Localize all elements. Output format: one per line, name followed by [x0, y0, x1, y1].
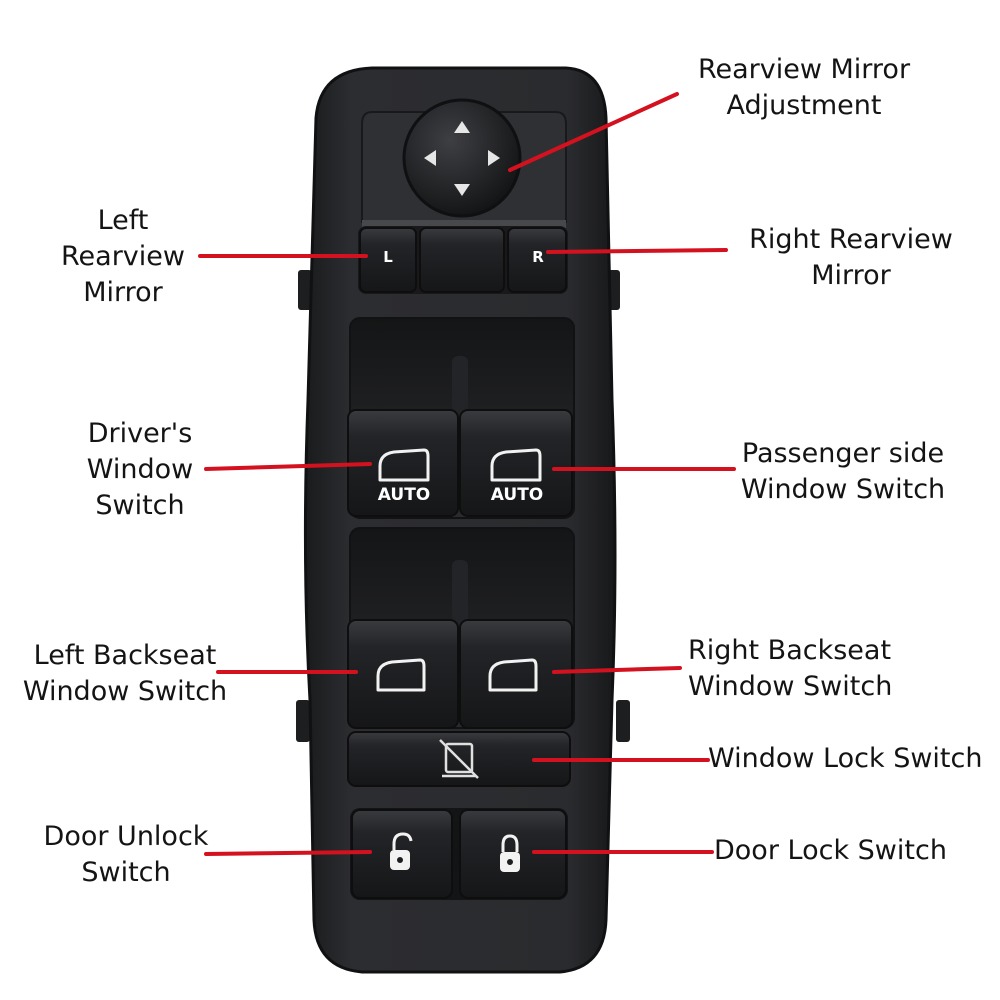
right-backseat-window-button[interactable]: [459, 619, 573, 729]
callout-left-rearview-mirror: Left Rearview Mirror: [61, 205, 185, 308]
door-lock-rocker: [350, 808, 568, 900]
leader-door-unlock-switch: [204, 850, 372, 856]
callout-drivers-window-switch: Driver's Window Switch: [86, 418, 194, 521]
right-mirror-label: R: [532, 248, 544, 266]
right-mirror-button[interactable]: [507, 227, 567, 293]
callout-door-lock-switch: Door Lock Switch: [714, 835, 947, 866]
callout-passenger-side-window-switch: Passenger side Window Switch: [740, 438, 946, 505]
arrow-left-icon: [424, 150, 436, 166]
left-mirror-button[interactable]: [359, 227, 417, 293]
left-mirror-label: L: [383, 248, 393, 266]
callout-right-rearview-mirror: Right Rearview Mirror: [749, 224, 953, 291]
arrow-up-icon: [454, 121, 470, 133]
left-backseat-window-button[interactable]: [347, 619, 459, 729]
arrow-down-icon: [454, 184, 470, 196]
window-icon: [490, 448, 542, 482]
leader-right-backseat-window-switch: [552, 666, 682, 674]
leader-right-rearview-mirror: [546, 248, 728, 254]
locked-padlock-icon: [500, 834, 520, 872]
callout-right-backseat-window-switch: Right Backseat Window Switch: [688, 635, 893, 702]
window-icon: [378, 448, 430, 482]
door-unlock-button[interactable]: [351, 809, 453, 899]
callout-left-backseat-window-switch: Left Backseat Window Switch: [22, 640, 228, 707]
mirror-selector-row: [358, 226, 568, 294]
window-icon: [488, 658, 538, 692]
mirror-center-rocker[interactable]: [419, 227, 505, 293]
unlocked-padlock-icon: [390, 832, 413, 870]
leader-lines: [198, 92, 736, 856]
window-icon: [376, 658, 426, 692]
callout-door-unlock-switch: Door Unlock Switch: [43, 821, 209, 888]
drivers-auto-label: AUTO: [378, 485, 431, 505]
arrow-right-icon: [488, 150, 500, 166]
leader-drivers-window-switch: [204, 462, 372, 471]
callout-rearview-mirror-adjustment: Rearview Mirror Adjustment: [697, 54, 911, 121]
door-lock-button[interactable]: [459, 809, 567, 899]
window-lock-icon: [439, 739, 479, 779]
leader-rearview-mirror-adjustment: [508, 92, 679, 172]
front-window-switch-well: [347, 317, 575, 519]
passenger-window-button[interactable]: [459, 409, 573, 517]
passenger-auto-label: AUTO: [491, 485, 544, 505]
rear-window-switch-well: [347, 527, 575, 729]
rearview-mirror-knob[interactable]: [402, 98, 522, 218]
callout-window-lock-switch: Window Lock Switch: [708, 743, 983, 774]
